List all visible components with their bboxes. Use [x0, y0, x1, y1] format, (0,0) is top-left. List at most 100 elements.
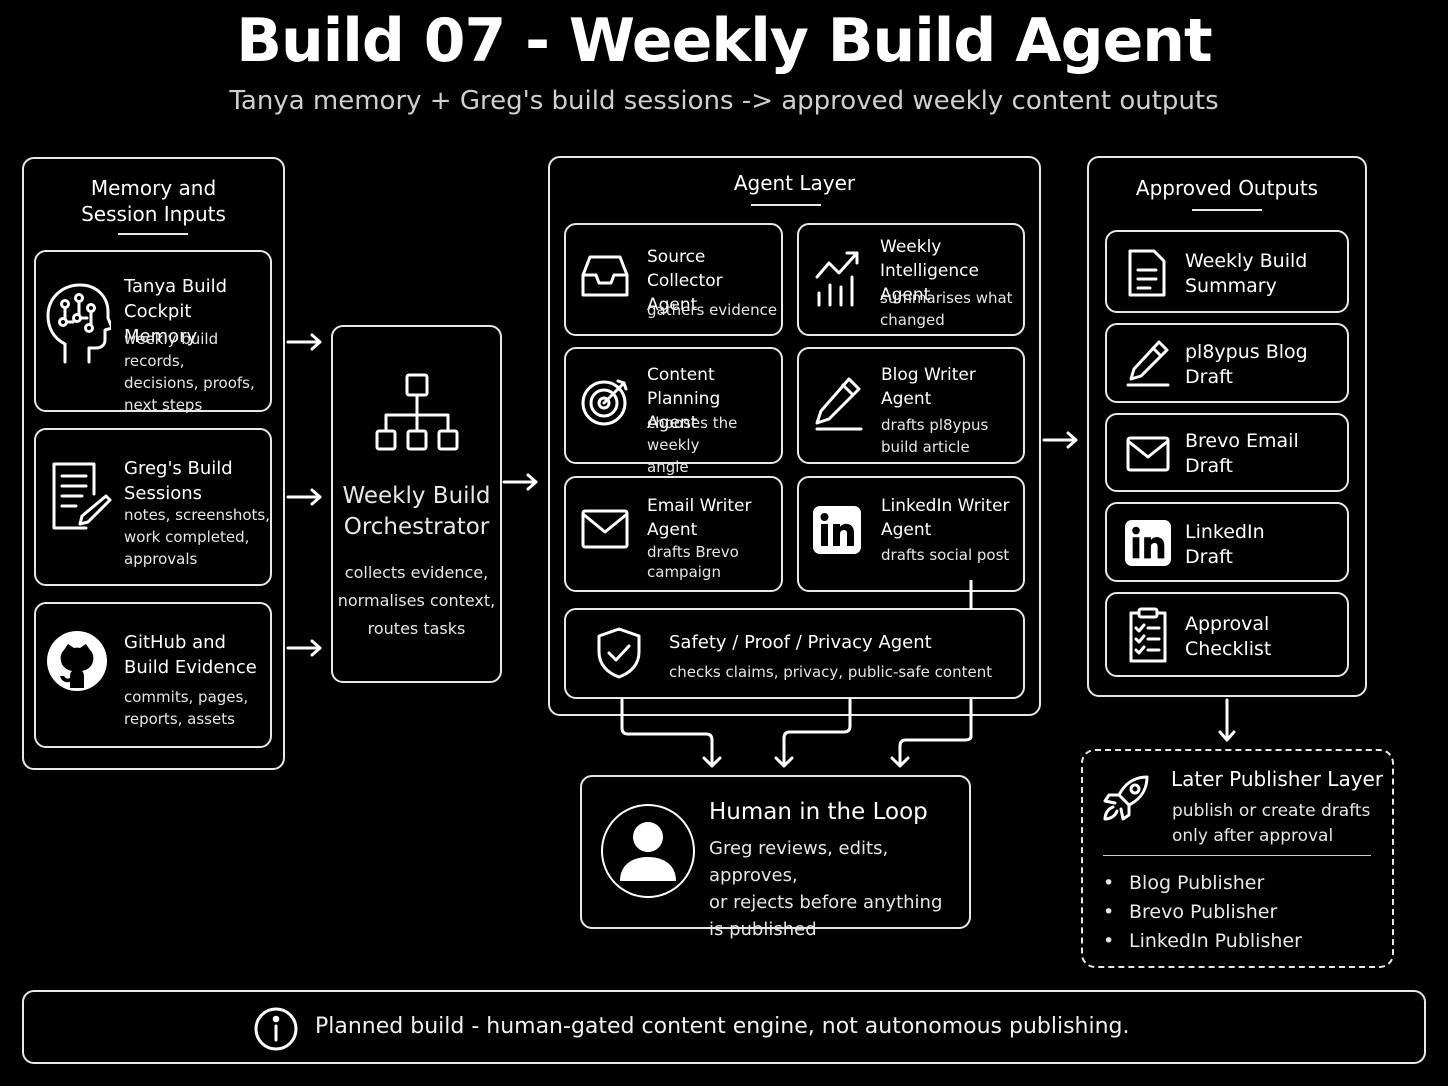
- envelope-icon: [1125, 435, 1171, 473]
- orchestrator-title-1: Weekly Build: [342, 483, 491, 509]
- output-linkedin-draft[interactable]: LinkedIn Draft: [1105, 502, 1349, 582]
- arrow-orchestrator-to-agents: [502, 472, 542, 492]
- input-card-github-desc: commits, pages, reports, assets: [124, 686, 248, 730]
- output-email-draft-line1: Brevo Email: [1185, 430, 1299, 452]
- agent-weekly-intelligence-desc-2: changed: [880, 311, 945, 329]
- agent-linkedin-writer-title: LinkedIn Writer Agent: [881, 494, 1010, 542]
- agent-blog-writer-desc: drafts pl8ypus build article: [881, 414, 988, 458]
- agent-linkedin-writer-title-2: Agent: [881, 520, 932, 540]
- output-blog-draft[interactable]: pl8ypus Blog Draft: [1105, 323, 1349, 403]
- input-card-github-desc-1: commits, pages,: [124, 688, 249, 706]
- agent-email-writer[interactable]: Email Writer Agent drafts Brevo campaign: [564, 476, 783, 592]
- human-desc-1: Greg reviews, edits, approves,: [709, 838, 889, 886]
- input-card-tanya[interactable]: Tanya Build Cockpit Memory weekly build …: [34, 250, 272, 414]
- human-desc: Greg reviews, edits, approves, or reject…: [709, 835, 969, 943]
- footer-banner: Planned build - human-gated content engi…: [22, 990, 1426, 1064]
- input-card-greg[interactable]: Greg's Build Sessions notes, screenshots…: [34, 428, 272, 586]
- agent-email-writer-desc-1: drafts Brevo: [647, 543, 739, 561]
- agent-linkedin-writer[interactable]: LinkedIn Writer Agent drafts social post: [797, 476, 1025, 592]
- output-weekly-build-summary-line2: Summary: [1185, 275, 1277, 297]
- output-email-draft[interactable]: Brevo Email Draft: [1105, 413, 1349, 492]
- agent-blog-writer-title-1: Blog Writer: [881, 365, 976, 385]
- clipboard-check-icon: [1127, 606, 1169, 664]
- agent-layer-panel: [548, 156, 1041, 716]
- input-card-github-desc-2: reports, assets: [124, 710, 235, 728]
- output-linkedin-draft-line1: LinkedIn: [1185, 521, 1265, 543]
- output-linkedin-draft-line2: Draft: [1185, 546, 1233, 568]
- input-card-github[interactable]: GitHub and Build Evidence commits, pages…: [34, 602, 272, 748]
- pen-icon: [1125, 339, 1171, 389]
- input-card-greg-desc-3: approvals: [124, 550, 198, 568]
- orchestrator-card[interactable]: Weekly Build Orchestrator collects evide…: [331, 325, 502, 683]
- agent-safety-proof-privacy[interactable]: Safety / Proof / Privacy Agent checks cl…: [564, 608, 1025, 699]
- agent-blog-writer-title-2: Agent: [881, 389, 932, 409]
- input-card-greg-title-2: Sessions: [124, 483, 203, 504]
- output-email-draft-line2: Draft: [1185, 455, 1233, 477]
- linkedin-icon: [1125, 520, 1171, 566]
- agent-content-planning-title: Content Planning Agent: [647, 363, 781, 435]
- agent-source-collector[interactable]: Source Collector Agent gathers evidence: [564, 223, 783, 336]
- agent-source-collector-desc: gathers evidence: [647, 299, 777, 321]
- agent-email-writer-title: Email Writer Agent: [647, 494, 751, 542]
- input-card-greg-desc: notes, screenshots, work completed, appr…: [124, 504, 270, 570]
- agent-linkedin-writer-desc: drafts social post: [881, 544, 1009, 566]
- output-approval-checklist[interactable]: Approval Checklist: [1105, 592, 1349, 677]
- inputs-heading-line2: Session Inputs: [81, 202, 226, 226]
- input-card-greg-title-1: Greg's Build: [124, 458, 233, 479]
- orchestrator-desc: collects evidence, normalises context, r…: [333, 559, 500, 643]
- agent-email-writer-desc-2: campaign: [647, 563, 721, 581]
- github-icon: [46, 630, 108, 692]
- publisher-item-blog: Blog Publisher: [1103, 869, 1302, 898]
- orchestrator-desc-1: collects evidence,: [344, 563, 489, 582]
- output-weekly-build-summary-line1: Weekly Build: [1185, 250, 1308, 272]
- output-blog-draft-line2: Draft: [1185, 366, 1233, 388]
- input-card-tanya-desc-1: weekly build records,: [124, 330, 219, 370]
- agent-weekly-intelligence-title-2: Agent: [880, 285, 931, 305]
- input-card-greg-desc-1: notes, screenshots,: [124, 506, 270, 524]
- human-desc-2: or rejects before anything: [709, 892, 943, 913]
- output-blog-draft-line1: pl8ypus Blog: [1185, 341, 1308, 363]
- agent-source-collector-title: Source Collector Agent: [647, 245, 781, 317]
- agent-blog-writer-title: Blog Writer Agent: [881, 363, 976, 411]
- inbox-tray-icon: [580, 253, 630, 299]
- output-weekly-build-summary-label: Weekly Build Summary: [1185, 249, 1307, 299]
- agent-content-planning[interactable]: Content Planning Agent chooses the weekl…: [564, 347, 783, 476]
- agent-weekly-intelligence-title-1: Weekly Intelligence: [880, 237, 979, 281]
- agent-email-writer-desc: drafts Brevo campaign: [647, 542, 739, 582]
- human-in-the-loop-card[interactable]: Human in the Loop Greg reviews, edits, a…: [580, 775, 971, 940]
- target-icon: [580, 375, 632, 427]
- human-title: Human in the Loop: [709, 799, 928, 825]
- agent-weekly-intelligence-title: Weekly Intelligence Agent: [880, 235, 1023, 307]
- agent-linkedin-writer-desc-1: drafts social post: [881, 546, 1010, 564]
- brain-circuit-icon: [45, 282, 111, 366]
- orchestrator-desc-3: routes tasks: [367, 619, 466, 638]
- publisher-desc-1: publish or create drafts: [1172, 801, 1371, 821]
- agent-weekly-intelligence[interactable]: Weekly Intelligence Agent summarises wha…: [797, 223, 1025, 336]
- agent-content-planning-title-1: Content Planning: [647, 365, 721, 409]
- publisher-panel: Later Publisher Layer publish or create …: [1081, 749, 1394, 968]
- input-card-greg-desc-2: work completed,: [124, 528, 250, 546]
- output-weekly-build-summary[interactable]: Weekly Build Summary: [1105, 230, 1349, 313]
- document-icon: [1127, 248, 1167, 298]
- linkedin-icon: [813, 506, 861, 554]
- rocket-icon: [1101, 773, 1151, 823]
- publisher-desc: publish or create drafts only after appr…: [1172, 799, 1370, 849]
- trend-chart-icon: [813, 247, 863, 309]
- document-pen-icon: [50, 460, 112, 532]
- arrow-github-to-orchestrator: [286, 638, 326, 658]
- agent-weekly-intelligence-desc-1: summarises what: [880, 289, 1013, 307]
- inputs-heading-underline: [118, 233, 188, 235]
- orchestrator-title: Weekly Build Orchestrator: [333, 481, 500, 543]
- outputs-heading-underline: [1192, 209, 1262, 211]
- arrow-outputs-to-publisher: [1217, 698, 1237, 744]
- arrow-greg-to-orchestrator: [286, 487, 326, 507]
- agent-blog-writer-desc-2: build article: [881, 438, 970, 456]
- shield-check-icon: [596, 626, 642, 680]
- agent-layer-heading-underline: [751, 204, 821, 206]
- input-card-github-title-1: GitHub and: [124, 632, 226, 653]
- agent-blog-writer[interactable]: Blog Writer Agent drafts pl8ypus build a…: [797, 347, 1025, 464]
- agent-source-collector-title-2: Agent: [647, 295, 698, 315]
- output-blog-draft-label: pl8ypus Blog Draft: [1185, 340, 1308, 390]
- arrow-agents-to-outputs: [1042, 430, 1082, 450]
- input-card-tanya-desc-2: decisions, proofs,: [124, 374, 255, 392]
